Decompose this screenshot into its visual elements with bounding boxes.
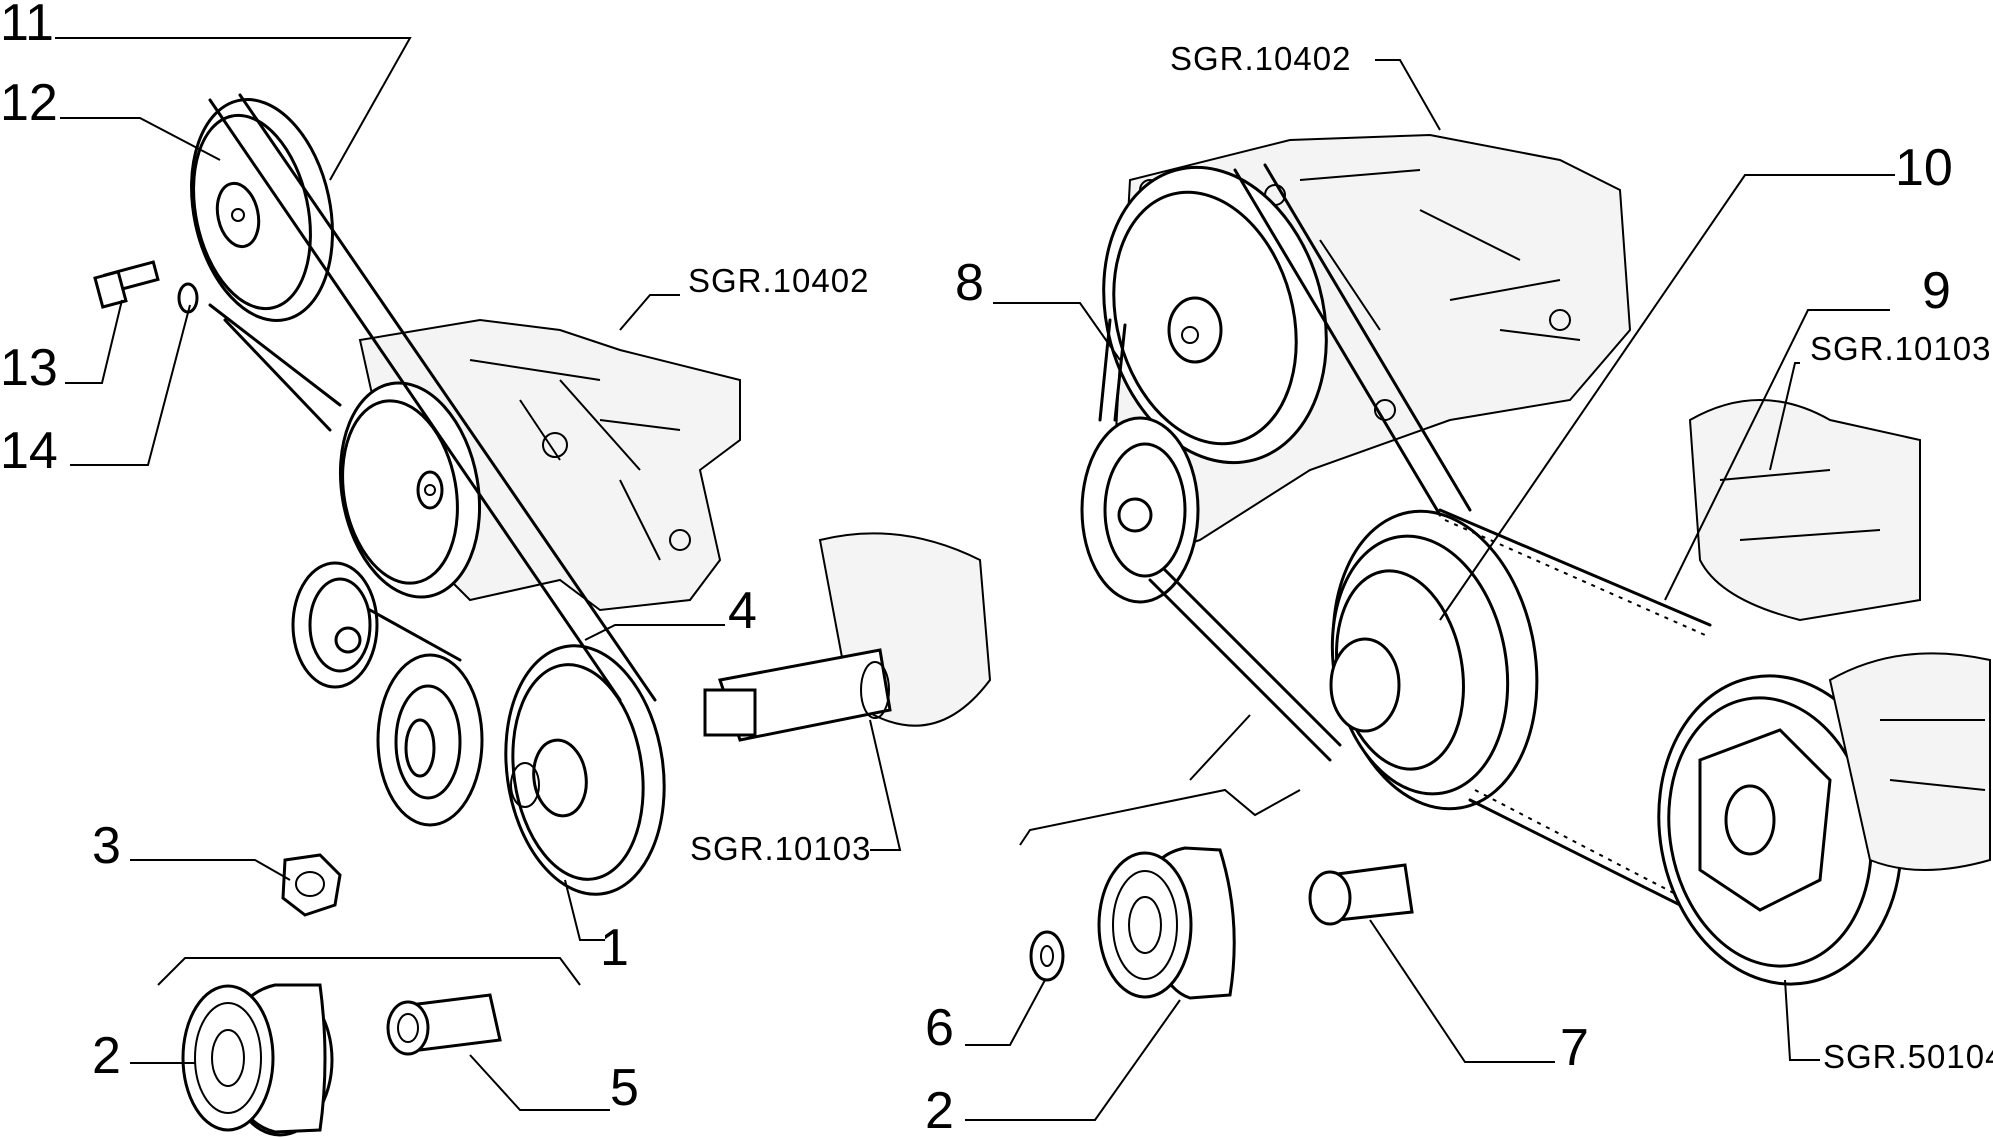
callout-9: 9: [1922, 262, 1951, 320]
nut-3: [281, 853, 342, 917]
callout-13: 13: [0, 339, 58, 397]
right-crank-pulley: [1329, 509, 1539, 811]
right-pump-pulley: [1102, 165, 1328, 465]
callout-14: 14: [0, 422, 58, 480]
callout-6: 6: [925, 999, 954, 1057]
crankshaft-pulley: [504, 644, 666, 896]
right-camshaft-body: [1688, 399, 1991, 871]
callout-4: 4: [728, 582, 757, 640]
callout-7: 7: [1560, 1019, 1589, 1077]
ref-right-pump: SGR.10402: [1170, 40, 1351, 77]
bearing-2-left: [181, 983, 334, 1137]
washer-14: [177, 282, 199, 314]
callout-12: 12: [0, 74, 58, 132]
ref-left-crank: SGR.10103: [690, 830, 871, 867]
left-tensioner-pulley: [376, 653, 484, 827]
right-v-belt: [1233, 163, 1472, 517]
callout-3: 3: [92, 817, 121, 875]
left-small-pulley: [291, 561, 379, 689]
left-assembly: [93, 93, 992, 1137]
callout-11: 11: [0, 0, 54, 52]
left-crankshaft-stub: [703, 532, 992, 742]
callout-2-right: 2: [925, 1082, 954, 1138]
right-assembly: [1019, 133, 1991, 1000]
ref-right-crank: SGR.10103: [1810, 330, 1991, 367]
pin-7: [1308, 863, 1414, 926]
right-small-pulley: [1080, 416, 1200, 604]
leader-lines: [55, 37, 1895, 1121]
bolt-13: [93, 260, 160, 309]
bearing-2-right: [1097, 846, 1236, 1000]
water-pump-pulley: [190, 98, 334, 322]
ref-left-pump: SGR.10402: [688, 262, 869, 299]
callout-1: 1: [600, 919, 629, 977]
left-v-belt: [208, 93, 657, 702]
reference-labels: SGR.10402 SGR.10103 SGR.10402 SGR.10103 …: [688, 40, 1993, 1075]
callout-labels: 11 12 13 14 3 4 1 2 5 8 10 9 6 2 7: [0, 0, 1953, 1138]
camshaft-sprocket: [1657, 674, 1903, 986]
callout-10: 10: [1895, 139, 1953, 197]
callout-8: 8: [955, 254, 984, 312]
pin-5: [386, 993, 502, 1056]
washer-6: [1029, 930, 1065, 982]
callout-2-left: 2: [92, 1027, 121, 1085]
alternator-pulley: [338, 381, 482, 599]
ref-right-cam: SGR.50104: [1823, 1038, 1993, 1075]
callout-5: 5: [610, 1059, 639, 1117]
